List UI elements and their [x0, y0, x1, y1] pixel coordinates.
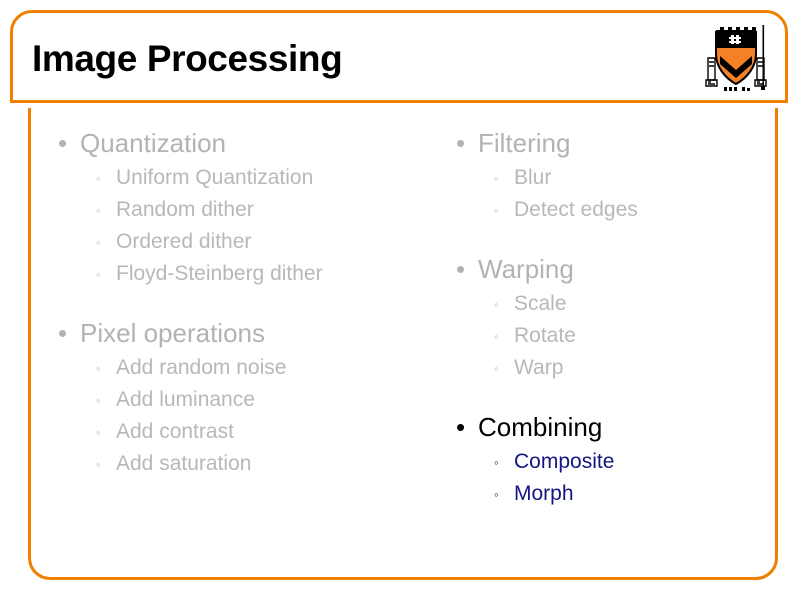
bullet-circle-icon: ◦ — [96, 425, 101, 440]
content-frame-border — [28, 108, 778, 580]
bullet-circle-icon: ◦ — [96, 171, 101, 186]
bullet-heading-label: Combining — [478, 412, 603, 442]
bullet-subitem-label: Blur — [514, 166, 552, 189]
bullet-heading-label: Quantization — [80, 128, 226, 158]
bullet-list-level2: ◦ Blur ◦ Detect edges — [478, 162, 780, 226]
bullet-dot-icon: • — [456, 254, 466, 284]
bullet-subitem[interactable]: ◦ Rotate — [478, 320, 780, 352]
bullet-circle-icon: ◦ — [494, 487, 499, 502]
bullet-subitem[interactable]: ◦ Add contrast — [80, 416, 422, 448]
bullet-subitem-label: Warp — [514, 356, 564, 379]
bullet-list-level1: • Warping ◦ Scale ◦ Rotate ◦ Warp — [450, 252, 780, 384]
bullet-circle-icon: ◦ — [494, 329, 499, 344]
bullet-group: • Warping ◦ Scale ◦ Rotate ◦ Warp — [450, 252, 780, 384]
title-frame-border — [10, 10, 788, 103]
bullet-circle-icon: ◦ — [96, 267, 101, 282]
bullet-dot-icon: • — [58, 318, 68, 348]
bullet-subitem-label: Add contrast — [116, 420, 234, 443]
bullet-circle-icon: ◦ — [96, 457, 101, 472]
bullet-heading[interactable]: • Quantization ◦ Uniform Quantization ◦ Rando… — [52, 126, 422, 290]
bullet-dot-icon: • — [58, 128, 68, 158]
bullet-subitem-label: Add random noise — [116, 356, 287, 379]
bullet-subitem-label: Detect edges — [514, 198, 638, 221]
right-column: • Filtering ◦ Blur ◦ Detect edges • Warping ◦ Sca… — [450, 126, 780, 516]
bullet-subitem-label: Morph — [514, 482, 574, 505]
bullet-circle-icon: ◦ — [96, 235, 101, 250]
bullet-subitem-label: Random dither — [116, 198, 254, 221]
bullet-list-level2: ◦ Composite ◦ Morph — [478, 446, 780, 510]
bullet-subitem-label: Add luminance — [116, 388, 255, 411]
bullet-list-level1: • Pixel operations ◦ Add random noise ◦ Add l… — [52, 316, 422, 480]
bullet-list-level1: • Quantization ◦ Uniform Quantization ◦ Rando… — [52, 126, 422, 290]
bullet-dot-icon: • — [456, 412, 466, 442]
bullet-list-level2: ◦ Uniform Quantization ◦ Random dither ◦ Orde… — [80, 162, 422, 290]
bullet-circle-icon: ◦ — [494, 171, 499, 186]
bullet-subitem-label: Add saturation — [116, 452, 252, 475]
bullet-circle-icon: ◦ — [96, 361, 101, 376]
bullet-group: • Filtering ◦ Blur ◦ Detect edges — [450, 126, 780, 226]
bullet-heading[interactable]: • Pixel operations ◦ Add random noise ◦ Add l… — [52, 316, 422, 480]
bullet-list-level2: ◦ Scale ◦ Rotate ◦ Warp — [478, 288, 780, 384]
bullet-heading-label: Pixel operations — [80, 318, 265, 348]
bullet-subitem[interactable]: ◦ Add luminance — [80, 384, 422, 416]
bullet-subitem[interactable]: ◦ Add random noise — [80, 352, 422, 384]
bullet-circle-icon: ◦ — [96, 393, 101, 408]
bullet-circle-icon: ◦ — [494, 297, 499, 312]
bullet-subitem[interactable]: ◦ Random dither — [80, 194, 422, 226]
bullet-subitem[interactable]: ◦ Ordered dither — [80, 226, 422, 258]
page-title: Image Processing — [32, 38, 343, 79]
bullet-subitem[interactable]: ◦ Warp — [478, 352, 780, 384]
bullet-heading[interactable]: • Combining ◦ Composite ◦ Morph — [450, 410, 780, 510]
bullet-group: • Pixel operations ◦ Add random noise ◦ Add l… — [52, 316, 422, 480]
bullet-circle-icon: ◦ — [96, 203, 101, 218]
bullet-group: • Quantization ◦ Uniform Quantization ◦ Rando… — [52, 126, 422, 290]
bullet-heading-label: Warping — [478, 254, 574, 284]
bullet-heading[interactable]: • Warping ◦ Scale ◦ Rotate ◦ Warp — [450, 252, 780, 384]
bullet-subitem[interactable]: ◦ Composite — [478, 446, 780, 478]
bullet-circle-icon: ◦ — [494, 455, 499, 470]
bullet-subitem[interactable]: ◦ Morph — [478, 478, 780, 510]
bullet-subitem-label: Uniform Quantization — [116, 166, 314, 189]
bullet-subitem[interactable]: ◦ Blur — [478, 162, 780, 194]
bullet-list-level2: ◦ Add random noise ◦ Add luminance ◦ Add cont… — [80, 352, 422, 480]
bullet-group: • Combining ◦ Composite ◦ Morph — [450, 410, 780, 510]
bullet-subitem[interactable]: ◦ Scale — [478, 288, 780, 320]
bullet-subitem-label: Rotate — [514, 324, 576, 347]
bullet-subitem[interactable]: ◦ Floyd-Steinberg dither — [80, 258, 422, 290]
bullet-heading[interactable]: • Filtering ◦ Blur ◦ Detect edges — [450, 126, 780, 226]
bullet-subitem-label: Floyd-Steinberg dither — [116, 262, 323, 285]
bullet-subitem-label: Composite — [514, 450, 615, 473]
bullet-subitem[interactable]: ◦ Add saturation — [80, 448, 422, 480]
bullet-subitem[interactable]: ◦ Uniform Quantization — [80, 162, 422, 194]
bullet-subitem[interactable]: ◦ Detect edges — [478, 194, 780, 226]
bullet-dot-icon: • — [456, 128, 466, 158]
left-column: • Quantization ◦ Uniform Quantization ◦ Rando… — [52, 126, 422, 486]
princeton-shield-logo — [702, 22, 778, 96]
bullet-subitem-label: Ordered dither — [116, 230, 252, 253]
bullet-circle-icon: ◦ — [494, 203, 499, 218]
bullet-heading-label: Filtering — [478, 128, 571, 158]
bullet-list-level1: • Filtering ◦ Blur ◦ Detect edges — [450, 126, 780, 226]
bullet-subitem-label: Scale — [514, 292, 567, 315]
bullet-list-level1: • Combining ◦ Composite ◦ Morph — [450, 410, 780, 510]
bullet-circle-icon: ◦ — [494, 361, 499, 376]
